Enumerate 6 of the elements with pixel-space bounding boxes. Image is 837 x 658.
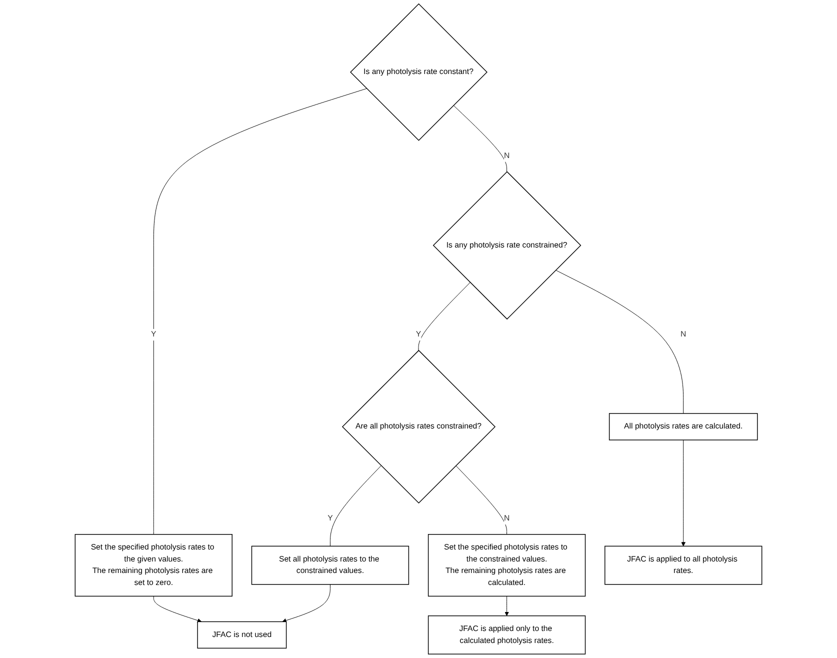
connector	[456, 465, 508, 535]
connector	[555, 270, 684, 414]
connector	[453, 105, 508, 172]
connector	[418, 282, 470, 351]
connector	[330, 465, 382, 546]
connector	[153, 88, 367, 535]
